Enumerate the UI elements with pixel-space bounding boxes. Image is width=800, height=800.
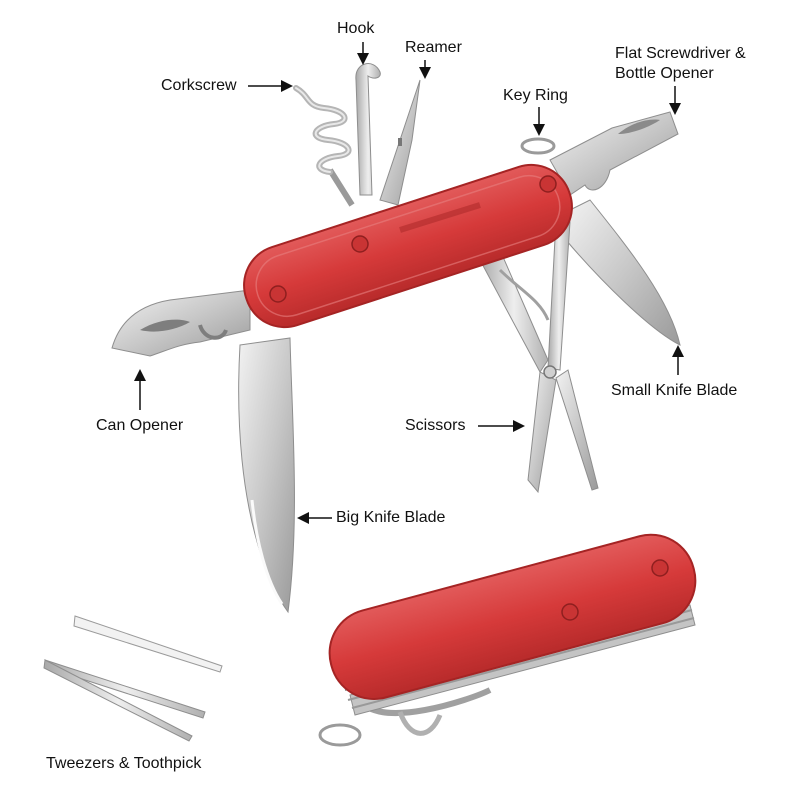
corkscrew-tool [293,85,355,207]
big-knife-blade [238,337,295,614]
label-hook: Hook [337,20,375,37]
label-flat-screwdriver-2: Bottle Opener [615,65,714,82]
tweezers [43,659,206,742]
label-scissors: Scissors [405,417,466,434]
label-key-ring: Key Ring [503,87,568,104]
label-small-knife-blade: Small Knife Blade [611,382,738,399]
closed-knife [318,533,697,747]
small-knife-blade [565,199,681,346]
can-opener-tool [111,289,251,357]
scissors-tool [479,219,599,494]
reamer-tool [379,79,421,206]
label-big-knife-blade: Big Knife Blade [336,509,446,526]
label-tweezers-toothpick: Tweezers & Toothpick [46,755,202,772]
key-ring-tool [520,137,556,155]
label-corkscrew: Corkscrew [161,77,237,94]
label-flat-screwdriver-1: Flat Screwdriver & [615,45,746,62]
label-reamer: Reamer [405,39,462,56]
hook-tool [355,63,381,196]
main-knife-handle [243,163,573,329]
toothpick [73,615,223,673]
screwdriver-tool [549,111,679,196]
label-arrows [134,42,684,524]
label-can-opener: Can Opener [96,417,184,434]
